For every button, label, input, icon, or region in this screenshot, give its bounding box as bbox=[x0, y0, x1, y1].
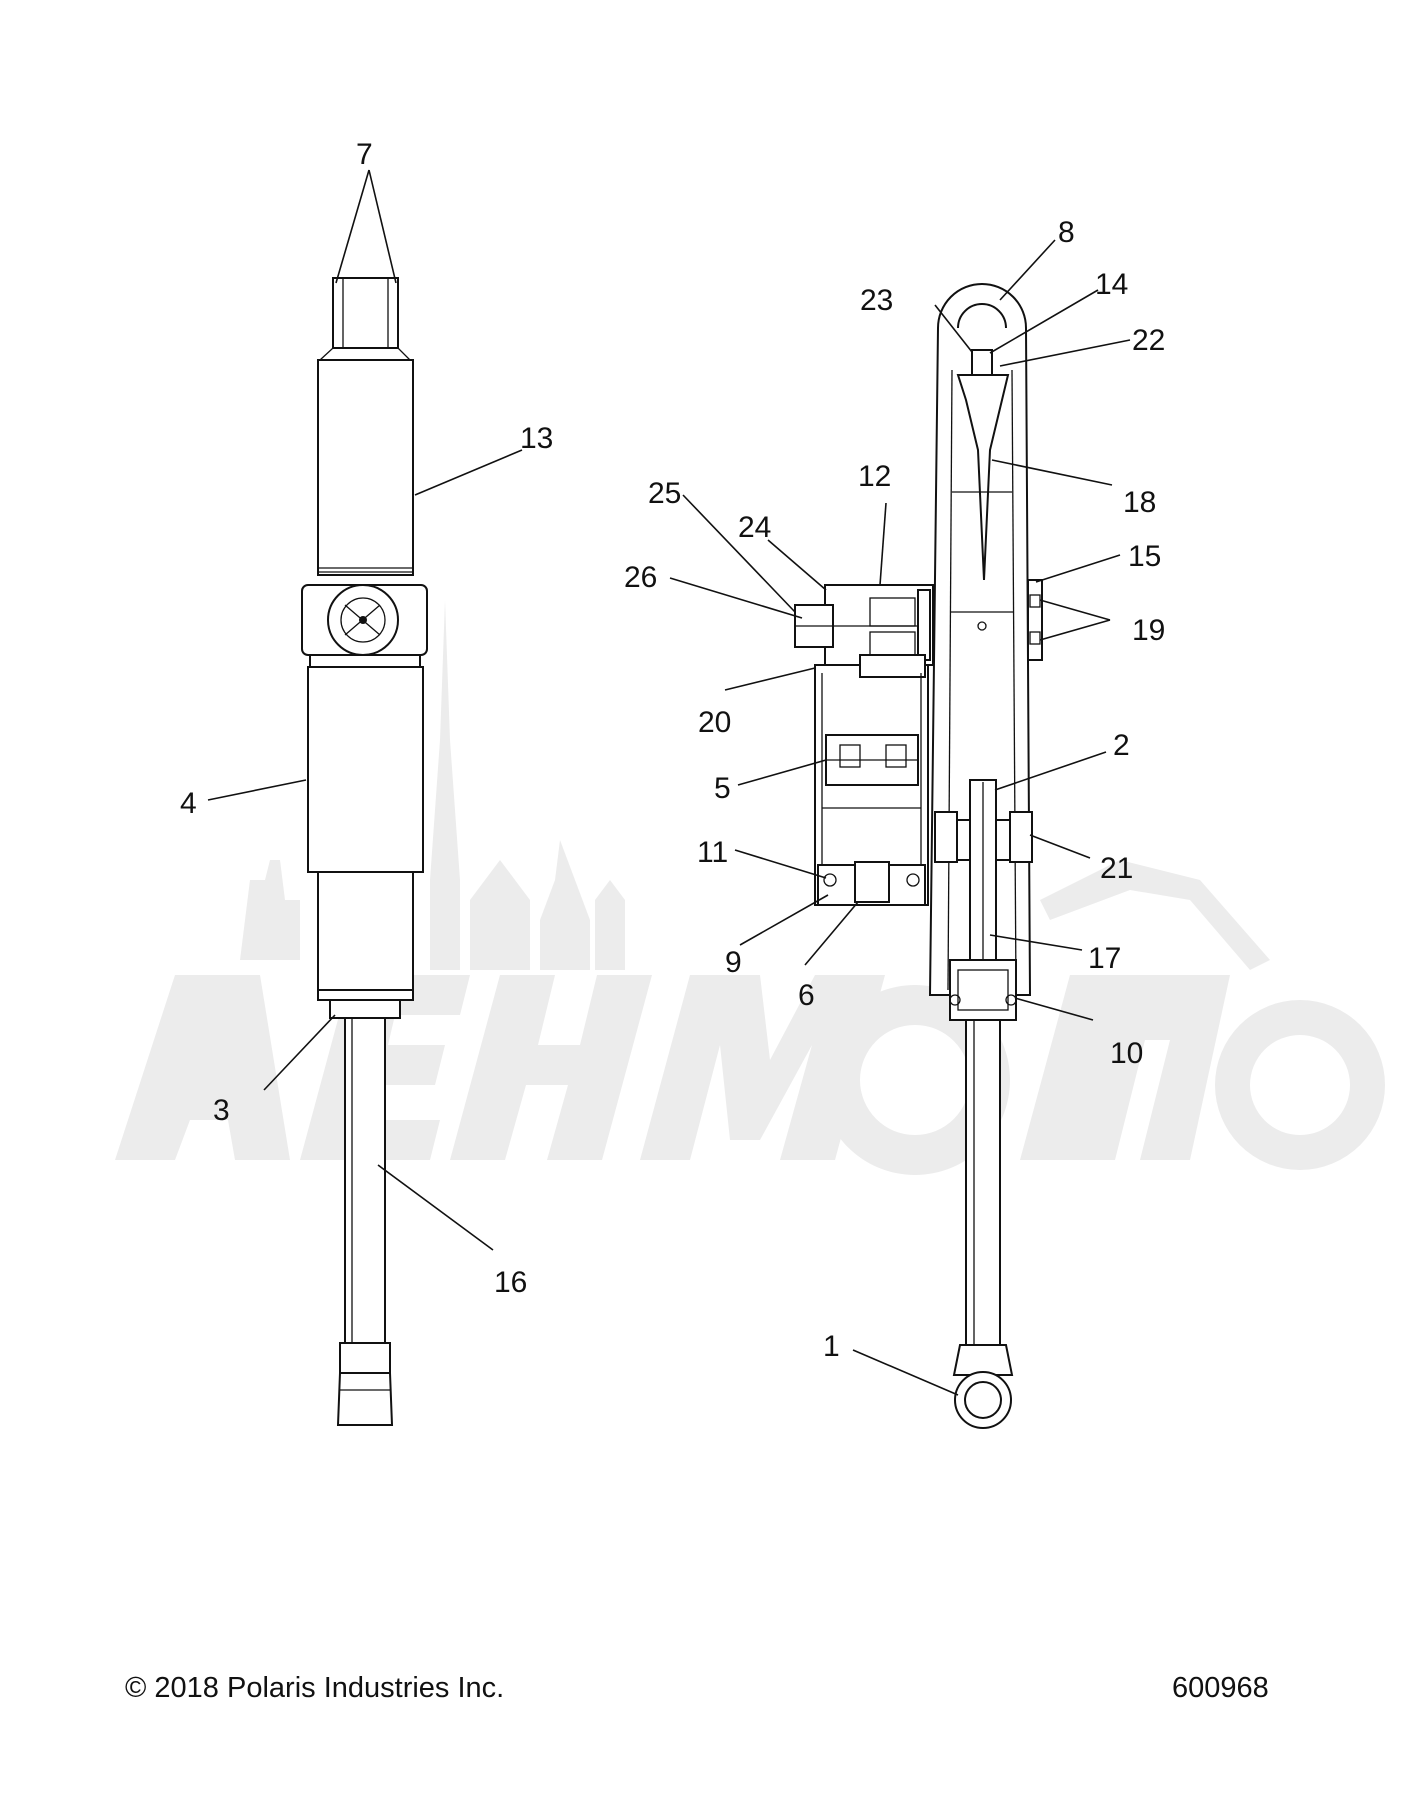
callout-6: 6 bbox=[798, 979, 815, 1012]
callout-1: 1 bbox=[823, 1330, 840, 1363]
copyright-notice: © 2018 Polaris Industries Inc. bbox=[125, 1672, 505, 1704]
callout-10: 10 bbox=[1110, 1037, 1143, 1070]
callout-16: 16 bbox=[494, 1266, 527, 1299]
callout-5: 5 bbox=[714, 772, 731, 805]
callout-25: 25 bbox=[648, 477, 681, 510]
callout-18: 18 bbox=[1123, 486, 1156, 519]
callout-13: 13 bbox=[520, 422, 553, 455]
callout-7: 7 bbox=[356, 138, 373, 171]
callout-9: 9 bbox=[725, 946, 742, 979]
drawing-number: 600968 bbox=[1172, 1672, 1269, 1704]
callout-11: 11 bbox=[697, 836, 728, 869]
callout-19: 19 bbox=[1132, 614, 1165, 647]
left-shock-assembly bbox=[301, 277, 428, 1426]
callout-22: 22 bbox=[1132, 324, 1165, 357]
callout-2: 2 bbox=[1113, 729, 1130, 762]
callout-23: 23 bbox=[860, 284, 893, 317]
callout-12: 12 bbox=[858, 460, 891, 493]
right-shock-cutaway bbox=[928, 283, 1043, 1429]
callout-15: 15 bbox=[1128, 540, 1161, 573]
callout-21: 21 bbox=[1100, 852, 1133, 885]
callout-4: 4 bbox=[180, 787, 197, 820]
callout-8: 8 bbox=[1058, 216, 1075, 249]
callout-26: 26 bbox=[624, 561, 657, 594]
callout-labels: 7 13 4 3 16 8 14 23 22 18 12 25 24 26 15… bbox=[180, 138, 1165, 1363]
watermark-logo bbox=[115, 600, 1385, 1175]
callout-3: 3 bbox=[213, 1094, 230, 1127]
reservoir-cutaway bbox=[794, 584, 934, 906]
callout-20: 20 bbox=[698, 706, 731, 739]
callout-24: 24 bbox=[738, 511, 771, 544]
callout-14: 14 bbox=[1095, 268, 1128, 301]
leader-lines bbox=[207, 169, 1131, 1396]
callout-17: 17 bbox=[1088, 942, 1121, 975]
